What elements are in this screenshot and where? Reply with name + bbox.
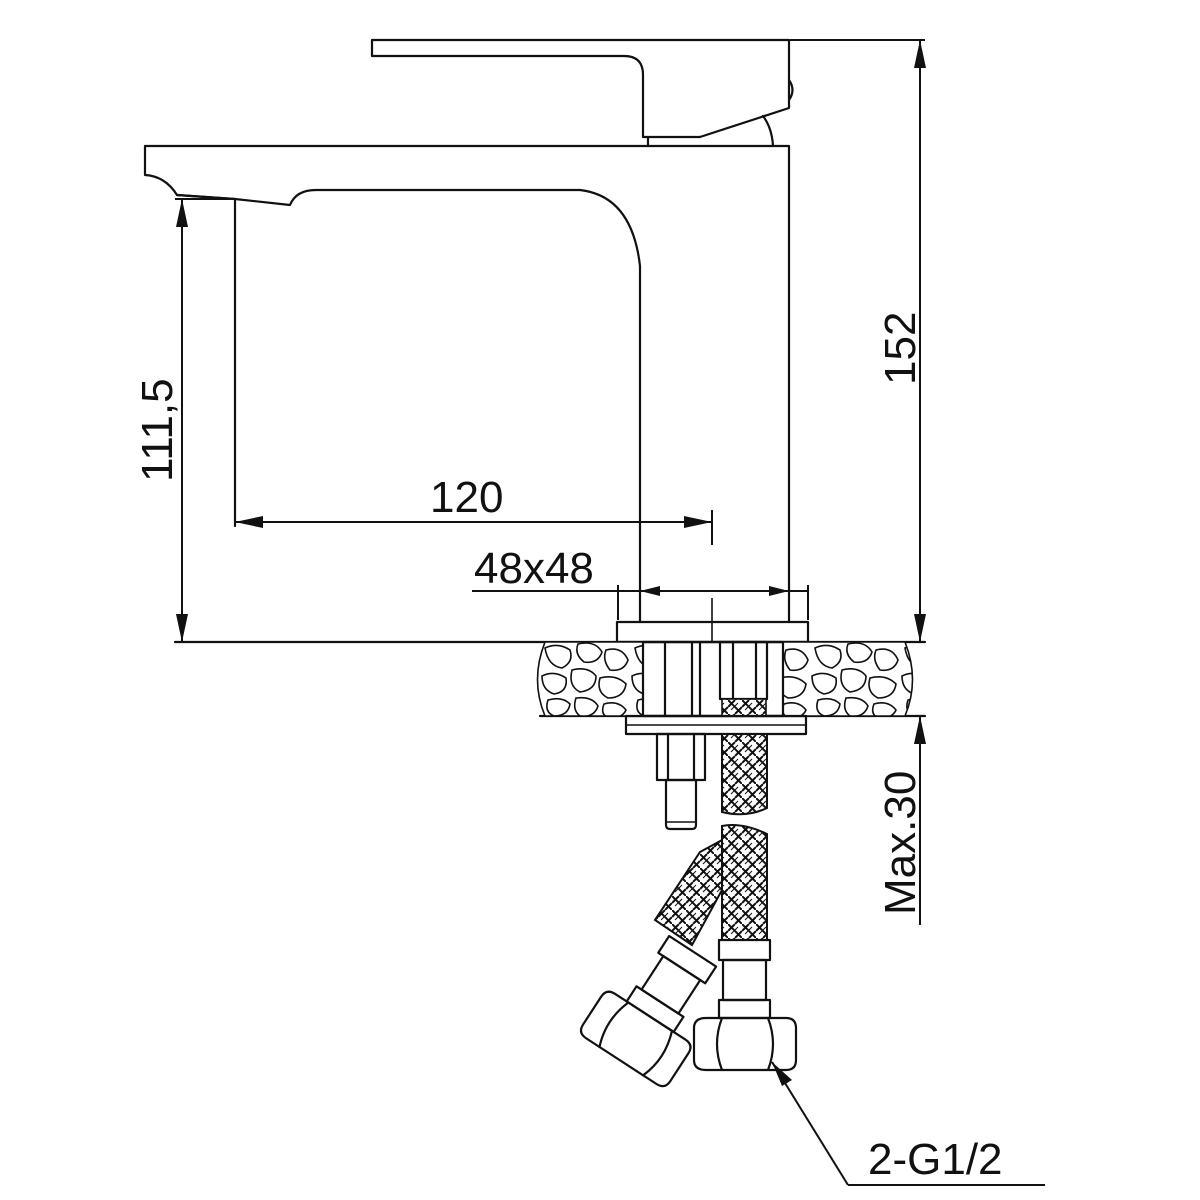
label-thread: 2-G1/2 xyxy=(868,1135,1003,1184)
dim-base-size xyxy=(472,585,809,620)
mounting-plate xyxy=(624,714,808,736)
countertop-section xyxy=(173,640,927,718)
lever-handle xyxy=(370,38,794,148)
thread-leader xyxy=(771,1061,1045,1186)
base-flange xyxy=(615,598,810,644)
threaded-stud xyxy=(655,732,707,831)
label-base-size: 48x48 xyxy=(474,544,594,593)
dim-max-thickness xyxy=(914,716,926,925)
braided-supply-hoses xyxy=(653,733,768,947)
label-spout-height: 111,5 xyxy=(133,378,182,482)
label-total-height: 152 xyxy=(876,312,925,385)
label-spout-reach: 120 xyxy=(430,473,503,522)
dim-spout-reach xyxy=(235,510,713,545)
shank-tubes xyxy=(641,640,785,718)
faucet-body xyxy=(143,144,791,624)
hex-connector-nuts xyxy=(579,934,798,1088)
label-max-thickness: Max.30 xyxy=(876,771,925,915)
dim-spout-height xyxy=(175,198,235,642)
dim-total-height xyxy=(790,39,926,642)
